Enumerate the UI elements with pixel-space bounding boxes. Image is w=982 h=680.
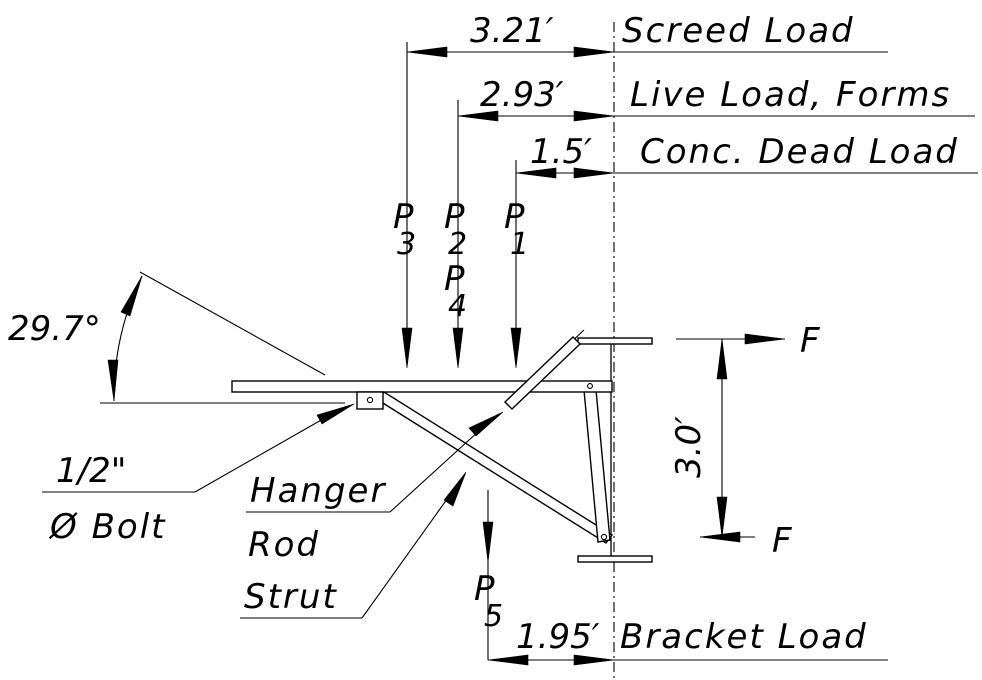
hanger-label: Hanger — [250, 471, 386, 511]
live-distance: 2.93′ — [480, 75, 564, 115]
hanger-rod-callout: Hanger Rod — [246, 411, 504, 565]
bolt-leader-arrowhead — [316, 403, 355, 425]
height-dimension: 3.0′ — [669, 338, 760, 538]
screed-load-dimension: 3.21′ Screed Load — [406, 11, 888, 330]
arrowhead-right — [573, 46, 615, 58]
dead-label: Conc. Dead Load — [640, 132, 959, 172]
dead-distance: 1.5′ — [530, 132, 592, 172]
f-top-arrowhead — [744, 333, 786, 345]
p5-load: P 5 — [474, 490, 503, 660]
p4-sub: 4 — [448, 289, 467, 324]
angle-value: 29.7° — [8, 309, 101, 349]
strut-member — [376, 391, 614, 544]
p3-sub: 3 — [397, 227, 416, 262]
force-labels: P 3 P 2 P 1 P 4 — [393, 197, 529, 324]
arrowhead-left — [406, 46, 448, 58]
strut-leader-arrowhead — [443, 471, 467, 507]
bracket-load-dimension: 1.95′ Bracket Load — [487, 617, 888, 666]
force-f-top: F — [730, 321, 820, 361]
bottom-flange — [577, 555, 653, 563]
live-label: Live Load, Forms — [630, 75, 951, 115]
screed-distance: 3.21′ — [470, 11, 554, 51]
height-value: 3.0′ — [669, 416, 709, 478]
bracket-structure — [231, 329, 653, 563]
strut-label: Strut — [244, 577, 338, 617]
bracket-distance: 1.95′ — [516, 617, 600, 657]
p3-letter: P — [393, 197, 414, 237]
dead-load-dimension: 1.5′ Conc. Dead Load — [515, 132, 978, 330]
rod-label: Rod — [248, 525, 320, 565]
f-bottom-label: F — [772, 521, 792, 561]
live-load-dimension: 2.93′ Live Load, Forms — [457, 75, 975, 330]
bolt-size: 1/2" — [56, 451, 126, 491]
p1-sub: 1 — [510, 227, 529, 262]
bolt-label: Ø Bolt — [48, 507, 166, 547]
bracket-label: Bracket Load — [620, 617, 868, 657]
p2-sub: 2 — [448, 227, 467, 262]
f-top-label: F — [800, 321, 820, 361]
p1-arrowhead — [510, 327, 522, 369]
p2-arrowhead — [452, 327, 464, 369]
hanger-leader-arrowhead — [468, 411, 504, 437]
load-arrows — [401, 327, 522, 369]
angle-dimension: 29.7° — [8, 271, 345, 404]
p1-letter: P — [504, 197, 525, 237]
force-f-bottom: F — [699, 521, 792, 561]
horizontal-beam — [231, 380, 613, 393]
f-bottom-arrowhead — [699, 531, 741, 543]
p3-arrowhead — [401, 327, 413, 369]
bolt-callout: 1/2" Ø Bolt — [42, 403, 355, 547]
bolt-block — [356, 391, 384, 410]
p4-letter: P — [444, 259, 465, 299]
top-flange — [577, 337, 653, 345]
p2-letter: P — [444, 197, 465, 237]
p5-sub: 5 — [484, 599, 503, 634]
p5-arrowhead — [482, 521, 494, 563]
p5-letter: P — [474, 569, 495, 609]
screed-label: Screed Load — [622, 11, 855, 51]
strut-callout: Strut — [240, 471, 467, 619]
hanger-sleeve — [503, 336, 582, 410]
